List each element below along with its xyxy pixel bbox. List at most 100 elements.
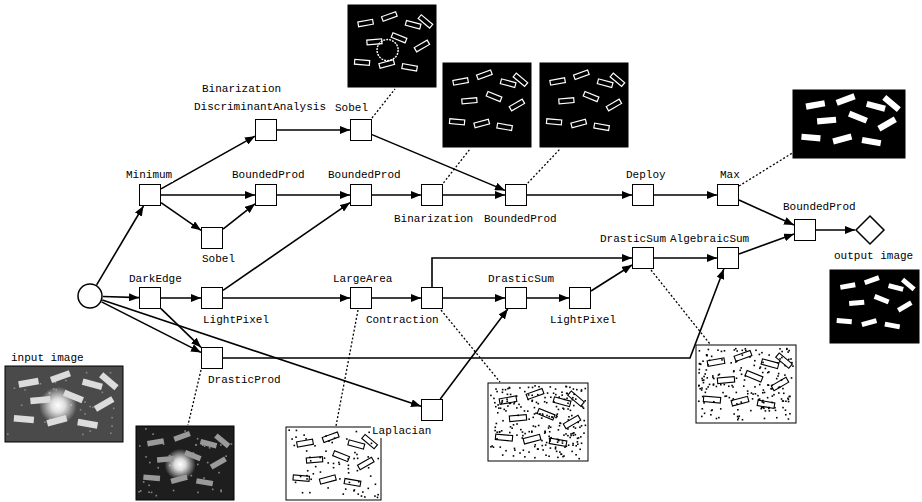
noise-speck: [775, 410, 777, 412]
thumbnail-ground: [5, 366, 123, 442]
noise-speck: [575, 434, 577, 436]
noise-speck: [747, 393, 749, 395]
object-bar: [344, 479, 361, 487]
noise-speck: [342, 493, 344, 495]
noise-speck: [581, 390, 583, 392]
noise-speck: [570, 435, 572, 437]
object-bar: [526, 388, 544, 399]
object-bar: [801, 134, 821, 142]
noise-speck: [575, 445, 577, 447]
object-bar: [453, 78, 469, 85]
result-thumbnail: [488, 383, 588, 461]
noise-speck: [720, 408, 722, 410]
noise-speck: [706, 377, 708, 379]
flow-arrow: [432, 258, 632, 287]
node-label: Contraction: [365, 314, 440, 327]
noise-speck: [555, 394, 557, 396]
noise-speck: [786, 349, 788, 351]
noise-speck: [571, 415, 573, 417]
flow-arrow: [591, 265, 632, 291]
thumbnail-ground: [286, 427, 381, 500]
noise-speck: [356, 454, 358, 456]
noise-speck: [562, 407, 564, 409]
noise-speck: [528, 418, 530, 420]
result-thumbnail: [5, 366, 123, 442]
noise-speck: [566, 393, 568, 395]
noise-speck: [502, 454, 504, 456]
noise-speck: [791, 377, 793, 379]
noise-speck: [709, 384, 711, 386]
noise-speck: [742, 354, 744, 356]
noise-speck: [557, 457, 559, 459]
process-box: Deploy: [632, 184, 654, 206]
noise-speck: [701, 389, 703, 391]
object-bar: [99, 372, 119, 390]
noise-speck: [736, 350, 738, 352]
object-bar: [901, 278, 916, 291]
noise-speck: [44, 421, 46, 423]
object-bar: [322, 432, 339, 442]
noise-speck: [546, 442, 548, 444]
object-bar: [563, 415, 580, 428]
noise-speck: [152, 433, 154, 435]
process-box: DarkEdge: [139, 287, 161, 309]
noise-speck: [518, 404, 520, 406]
noise-speck: [532, 400, 534, 402]
noise-speck: [370, 475, 372, 477]
noise-speck: [505, 389, 507, 391]
noise-speck: [541, 417, 543, 419]
object-bar: [537, 408, 555, 419]
noise-speck: [331, 442, 333, 444]
noise-speck: [572, 397, 574, 399]
noise-speck: [497, 412, 499, 414]
noise-speck: [579, 448, 581, 450]
object-bar: [333, 451, 350, 462]
object-bar: [559, 98, 574, 104]
process-box: LargeArea: [350, 287, 372, 309]
noise-speck: [783, 400, 785, 402]
noise-speck: [576, 389, 578, 391]
object-bar: [297, 439, 314, 447]
noise-speck: [754, 386, 756, 388]
noise-speck: [769, 410, 771, 412]
noise-speck: [712, 377, 714, 379]
noise-speck: [310, 478, 312, 480]
noise-speck: [558, 409, 560, 411]
noise-speck: [718, 417, 720, 419]
noise-speck: [740, 401, 742, 403]
process-box: AlgebraicSum: [717, 247, 739, 269]
noise-speck: [102, 392, 104, 394]
noise-speck: [765, 368, 767, 370]
noise-speck: [551, 416, 553, 418]
noise-speck: [575, 454, 577, 456]
object-bar: [707, 358, 725, 366]
thumbnail-ground: [348, 5, 436, 87]
noise-speck: [752, 398, 754, 400]
node-label: input image: [10, 352, 85, 365]
noise-speck: [377, 494, 379, 496]
object-bar: [523, 434, 541, 444]
noise-speck: [495, 406, 497, 408]
object-bar: [143, 474, 160, 481]
noise-speck: [788, 396, 790, 398]
noise-speck: [773, 394, 775, 396]
node-label: BoundedProd: [327, 169, 402, 182]
noise-speck: [553, 392, 555, 394]
noise-speck: [138, 491, 140, 493]
noise-speck: [761, 352, 763, 354]
noise-speck: [759, 384, 761, 386]
noise-speck: [493, 398, 495, 400]
object-bar: [771, 377, 788, 390]
flow-arrow: [372, 135, 505, 191]
noise-speck: [495, 388, 497, 390]
node-label: LightPixel: [549, 314, 617, 327]
noise-speck: [548, 416, 550, 418]
noise-speck: [513, 455, 515, 457]
noise-speck: [728, 385, 730, 387]
noise-speck: [562, 456, 564, 458]
noise-speck: [572, 433, 574, 435]
noise-speck: [509, 387, 511, 389]
leader-line: [739, 152, 794, 186]
noise-speck: [706, 354, 708, 356]
